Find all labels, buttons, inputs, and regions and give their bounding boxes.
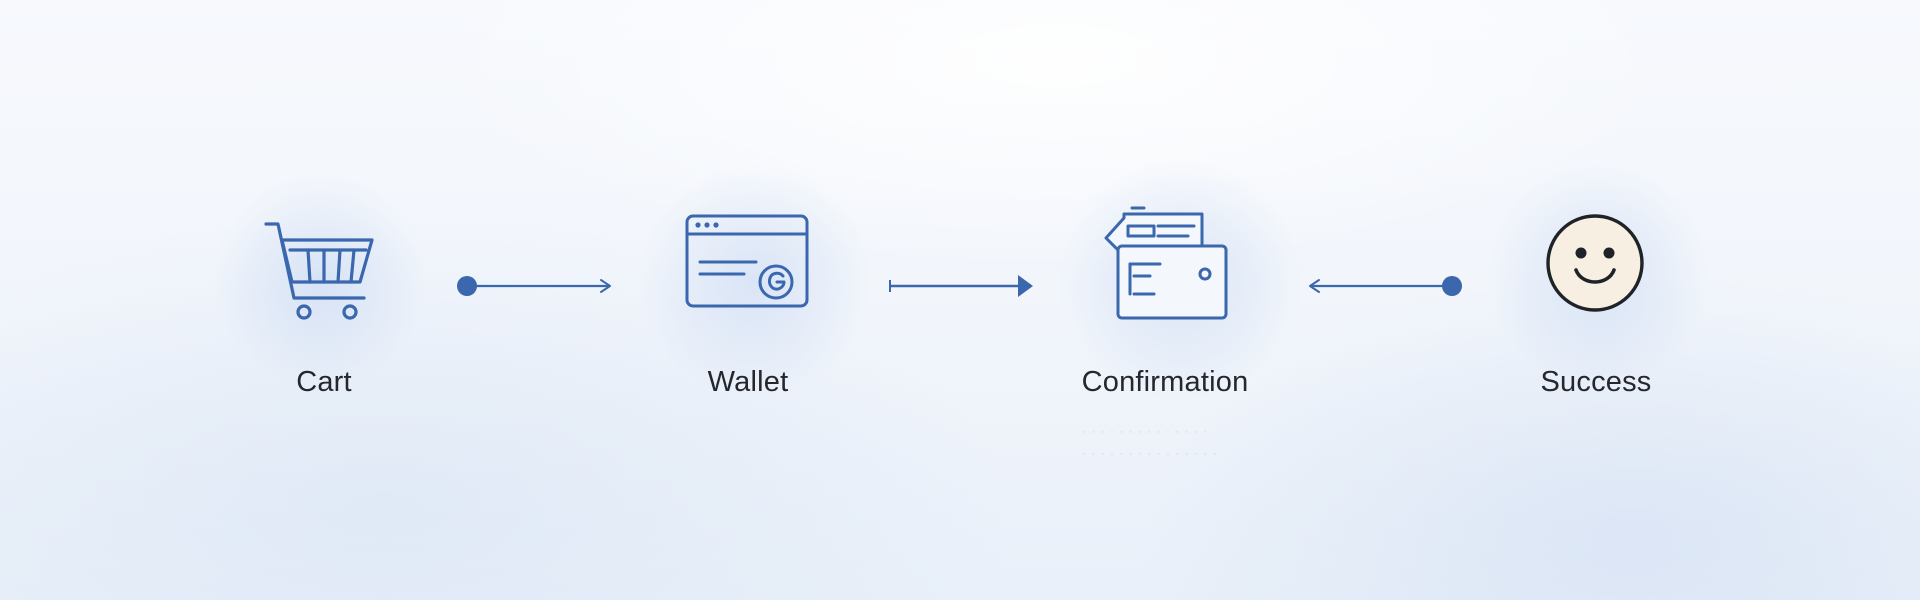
confirmation-cards-icon [1104, 206, 1228, 320]
blurred-caption-line-2: · · · · · · · · · · · · · · · [1082, 446, 1218, 460]
connector-success-to-confirmation [1309, 276, 1462, 296]
step-label-cart: Cart [296, 366, 352, 398]
step-label-confirmation: Confirmation [1081, 366, 1249, 398]
connector-wallet-to-confirmation [889, 275, 1033, 297]
wallet-window-icon [685, 214, 809, 308]
smiley-face-icon [1546, 214, 1644, 312]
step-label-success: Success [1540, 366, 1652, 398]
step-label-wallet: Wallet [707, 366, 789, 398]
blurred-caption-line-1: · · · · · · · · · · · · · · [1082, 424, 1209, 438]
connector-cart-to-wallet [457, 276, 611, 296]
shopping-cart-icon [264, 222, 374, 320]
